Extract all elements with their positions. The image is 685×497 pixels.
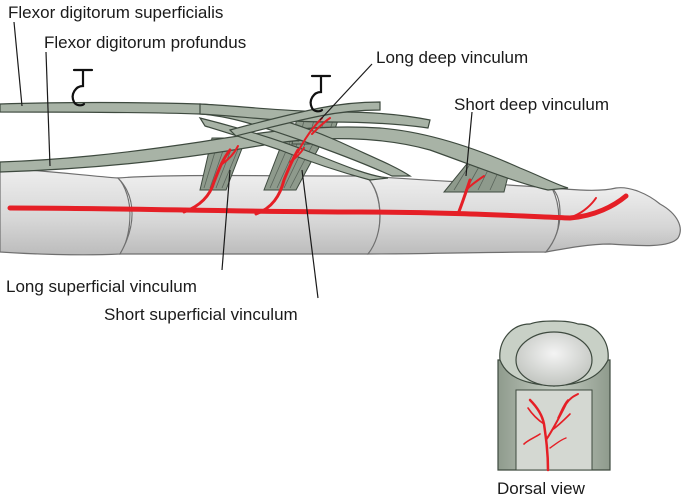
a4-pulley-marker xyxy=(309,74,332,113)
long-deep-leader xyxy=(319,63,373,121)
label-dorsal-view: Dorsal view xyxy=(497,479,586,497)
short-superficial-leader xyxy=(301,169,319,299)
digital-artery xyxy=(7,193,629,221)
label-fds: Flexor digitorum superficialis xyxy=(8,3,223,22)
label-short-deep-vinculum: Short deep vinculum xyxy=(454,95,609,114)
fdp-leader xyxy=(45,51,51,167)
dorsal-view-inset xyxy=(497,320,611,472)
proximal-phalanx xyxy=(0,167,131,256)
fdp-tendon xyxy=(0,126,569,191)
fds-chiasm xyxy=(198,101,389,181)
vincular-artery-branches xyxy=(182,117,597,217)
long-superficial-leader xyxy=(221,169,231,271)
short-deep-leader xyxy=(465,111,473,177)
label-fdp: Flexor digitorum profundus xyxy=(44,33,246,52)
middle-phalanx xyxy=(116,174,381,255)
fds-leader xyxy=(13,21,23,107)
label-short-superficial-vinculum: Short superficial vinculum xyxy=(104,305,298,324)
label-long-superficial-vinculum: Long superficial vinculum xyxy=(6,277,197,296)
a2-pulley-marker xyxy=(71,68,94,107)
label-long-deep-vinculum: Long deep vinculum xyxy=(376,48,528,67)
